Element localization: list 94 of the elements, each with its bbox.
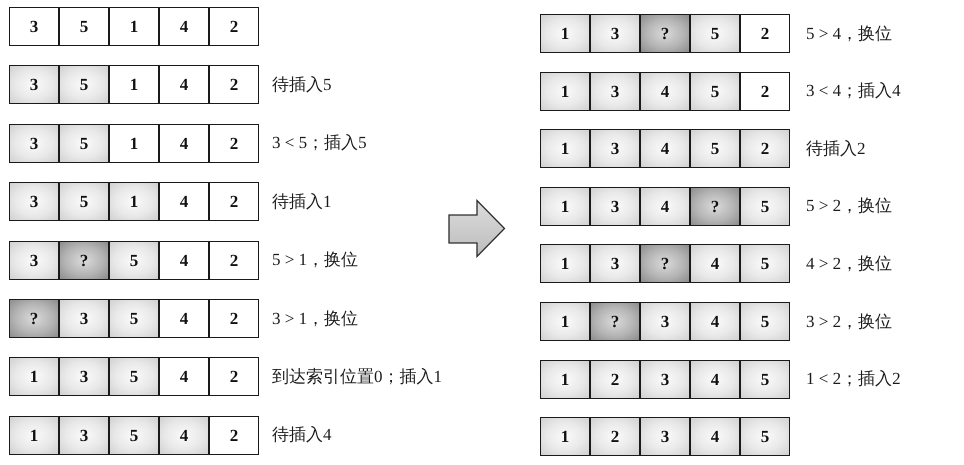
array-cell: 5 <box>740 244 790 283</box>
array-cell: 5 <box>740 360 790 399</box>
array-cell: 3 <box>9 7 59 46</box>
step-note: 待插入4 <box>272 425 332 445</box>
array-cell: 5 <box>109 357 159 396</box>
array-cell: 5 <box>740 187 790 226</box>
array-cell: 5 <box>109 299 159 338</box>
array-cell: 3 <box>640 302 690 341</box>
array-cell: 1 <box>540 244 590 283</box>
array-cell: 4 <box>640 187 690 226</box>
highlighted-cell: ? <box>640 14 690 53</box>
array-cell: 5 <box>690 72 740 111</box>
array-cell: 4 <box>690 360 740 399</box>
array-cell: 5 <box>109 416 159 455</box>
array-cell: 2 <box>209 416 259 455</box>
array-cell: 2 <box>209 299 259 338</box>
array-cell: 3 <box>590 14 640 53</box>
array-cell: 2 <box>209 357 259 396</box>
array-cell: 3 <box>9 182 59 221</box>
step-note: 待插入1 <box>272 192 332 212</box>
array-cell: 4 <box>159 357 209 396</box>
array-cell: 1 <box>9 416 59 455</box>
array-cell: 1 <box>540 14 590 53</box>
array-cell: 2 <box>209 7 259 46</box>
array-cell: 5 <box>59 124 109 163</box>
array-cell: 4 <box>690 302 740 341</box>
step-note: 5 > 4，换位 <box>806 24 892 44</box>
array-cell: 1 <box>9 357 59 396</box>
step-note: 1 < 2；插入2 <box>806 369 901 389</box>
array-cell: 1 <box>540 302 590 341</box>
step-note: 待插入2 <box>806 139 866 159</box>
array-cell: 1 <box>540 129 590 168</box>
array-cell: 3 <box>590 187 640 226</box>
array-cell: 5 <box>59 65 109 104</box>
array-cell: 2 <box>590 360 640 399</box>
array-cell: 1 <box>109 124 159 163</box>
highlighted-cell: ? <box>640 244 690 283</box>
step-note: 4 > 2，换位 <box>806 254 892 274</box>
array-cell: 2 <box>740 129 790 168</box>
array-cell: 3 <box>640 360 690 399</box>
array-cell: 1 <box>540 360 590 399</box>
step-note: 5 > 2，换位 <box>806 196 892 216</box>
array-cell: 3 <box>9 124 59 163</box>
array-cell: 2 <box>740 72 790 111</box>
array-cell: 3 <box>590 72 640 111</box>
array-cell: 5 <box>740 417 790 456</box>
array-cell: 4 <box>159 299 209 338</box>
array-cell: 1 <box>540 72 590 111</box>
array-cell: 3 <box>590 129 640 168</box>
step-note: 3 > 2，换位 <box>806 312 892 332</box>
step-note: 到达索引位置0；插入1 <box>272 367 442 387</box>
array-cell: 3 <box>59 416 109 455</box>
highlighted-cell: ? <box>9 299 59 338</box>
array-cell: 2 <box>209 241 259 280</box>
array-cell: 3 <box>590 244 640 283</box>
array-cell: 2 <box>209 182 259 221</box>
array-cell: 1 <box>540 417 590 456</box>
array-cell: 3 <box>640 417 690 456</box>
array-cell: 3 <box>59 299 109 338</box>
array-cell: 5 <box>690 129 740 168</box>
array-cell: 1 <box>109 182 159 221</box>
array-cell: 4 <box>640 129 690 168</box>
array-cell: 1 <box>109 7 159 46</box>
step-note: 3 > 1，换位 <box>272 309 358 329</box>
array-cell: 2 <box>209 65 259 104</box>
array-cell: 2 <box>209 124 259 163</box>
array-cell: 3 <box>9 65 59 104</box>
array-cell: 3 <box>9 241 59 280</box>
array-cell: 4 <box>159 65 209 104</box>
highlighted-cell: ? <box>59 241 109 280</box>
step-note: 5 > 1，换位 <box>272 250 358 270</box>
array-cell: 4 <box>690 244 740 283</box>
step-note: 3 < 5；插入5 <box>272 133 367 153</box>
array-cell: 2 <box>590 417 640 456</box>
array-cell: 5 <box>690 14 740 53</box>
array-cell: 5 <box>740 302 790 341</box>
array-cell: 4 <box>159 241 209 280</box>
highlighted-cell: ? <box>590 302 640 341</box>
array-cell: 4 <box>159 416 209 455</box>
array-cell: 1 <box>109 65 159 104</box>
array-cell: 4 <box>640 72 690 111</box>
array-cell: 5 <box>59 7 109 46</box>
array-cell: 3 <box>59 357 109 396</box>
array-cell: 5 <box>59 182 109 221</box>
array-cell: 4 <box>159 124 209 163</box>
array-cell: 2 <box>740 14 790 53</box>
highlighted-cell: ? <box>690 187 740 226</box>
array-cell: 4 <box>159 7 209 46</box>
array-cell: 4 <box>159 182 209 221</box>
array-cell: 1 <box>540 187 590 226</box>
step-note: 待插入5 <box>272 75 332 95</box>
step-note: 3 < 4；插入4 <box>806 81 901 101</box>
array-cell: 5 <box>109 241 159 280</box>
array-cell: 4 <box>690 417 740 456</box>
